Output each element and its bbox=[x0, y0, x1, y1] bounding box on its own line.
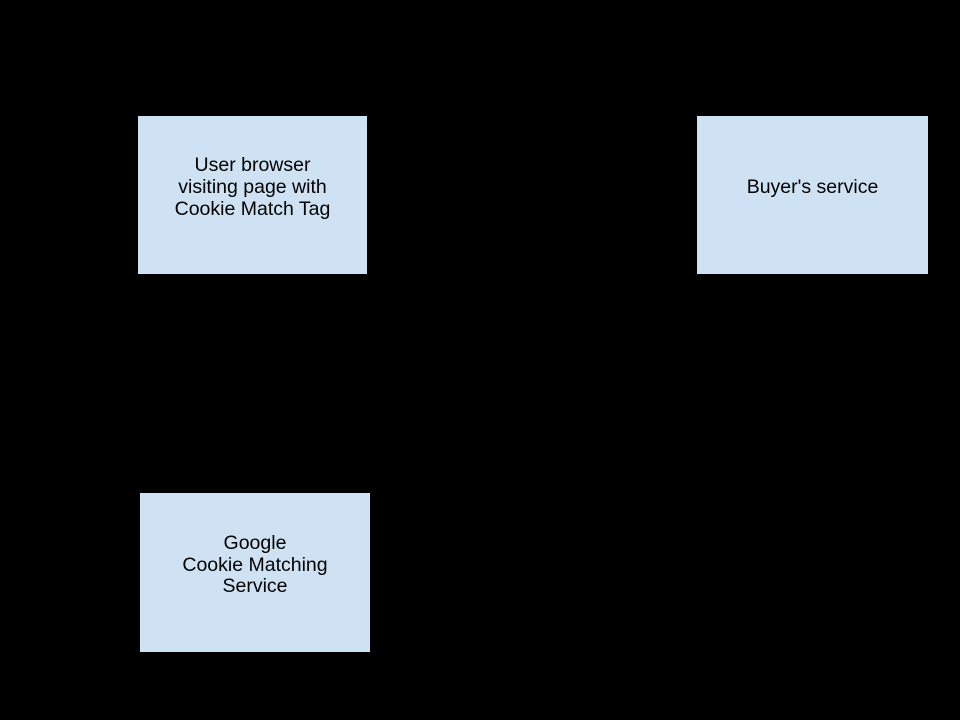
node-label-line: Cookie Matching bbox=[182, 553, 328, 576]
node-label-line: Service bbox=[222, 575, 288, 598]
node-buyers-service-label: Buyer's service bbox=[746, 176, 879, 199]
node-user-browser: User browser visiting page with Cookie M… bbox=[137, 115, 368, 275]
node-user-browser-label: User browser visiting page with Cookie M… bbox=[174, 154, 331, 220]
node-label-line: Google bbox=[223, 531, 287, 554]
node-label-line: Cookie Match Tag bbox=[174, 197, 331, 220]
node-label-line: visiting page with bbox=[178, 176, 327, 199]
node-google-cookie-matching-service: Google Cookie Matching Service bbox=[139, 492, 371, 653]
node-google-cookie-matching-service-label: Google Cookie Matching Service bbox=[182, 531, 328, 598]
node-label-line: User browser bbox=[194, 154, 311, 177]
node-buyers-service: Buyer's service bbox=[696, 115, 929, 275]
node-label-line: Buyer's service bbox=[746, 176, 879, 199]
